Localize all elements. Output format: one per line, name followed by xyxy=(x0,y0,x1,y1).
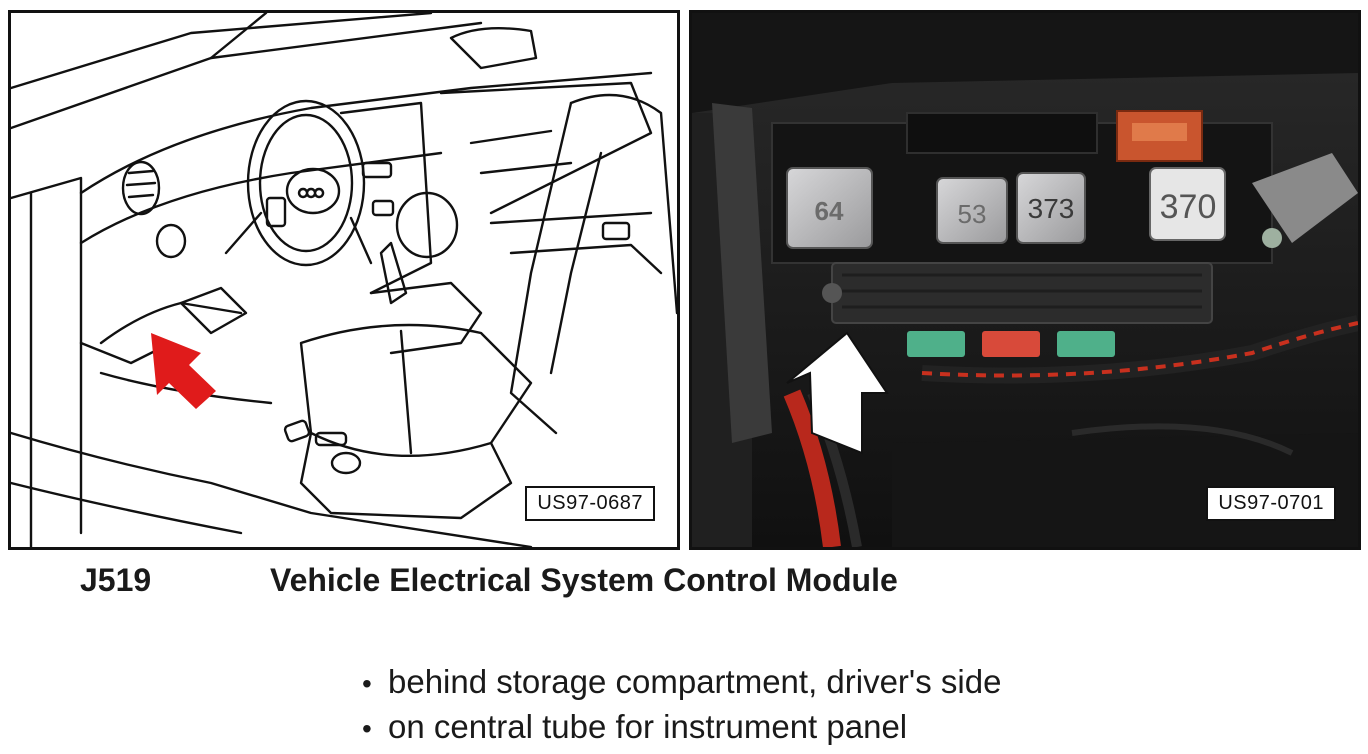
location-arrow-red xyxy=(151,333,216,409)
relay-label-3: 373 xyxy=(1028,193,1075,224)
figure-reference-right: US97-0701 xyxy=(1206,486,1336,521)
location-arrow-white xyxy=(786,331,889,455)
figure-reference-left: US97-0687 xyxy=(525,486,655,521)
list-item: on central tube for instrument panel xyxy=(362,705,1001,750)
relay-label-1: 6⁡4 xyxy=(815,196,844,226)
location-list: behind storage compartment, driver's sid… xyxy=(362,660,1001,750)
relay-label-4: 370 xyxy=(1160,188,1217,226)
component-title: Vehicle Electrical System Control Module xyxy=(270,562,898,598)
list-item: behind storage compartment, driver's sid… xyxy=(362,660,1001,705)
relay-carrier-photo: 6⁡4 53 373 370 US97-0701 xyxy=(689,10,1361,550)
relay-label-2: 53 xyxy=(958,199,987,229)
interior-line-drawing: US97-0687 xyxy=(8,10,680,550)
component-code: J519 xyxy=(80,562,152,598)
